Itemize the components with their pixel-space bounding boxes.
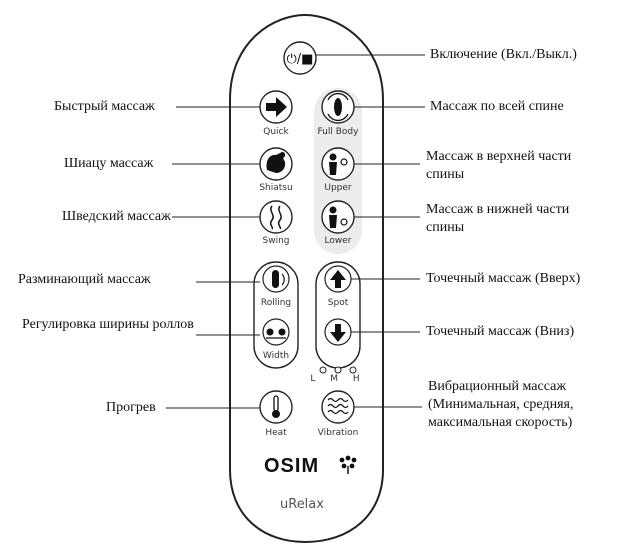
quick-button <box>259 90 293 124</box>
callout-power: Включение (Вкл./Выкл.) <box>430 47 577 62</box>
rolling-button <box>262 265 290 293</box>
callout-lower: Массаж в нижней части спины <box>426 202 570 235</box>
swing-button <box>259 200 293 234</box>
heat-caption: Heat <box>265 428 287 438</box>
rolling-width-pill <box>253 261 299 369</box>
callout-kneading: Разминающий массаж <box>18 272 151 287</box>
level-l: L <box>310 374 322 384</box>
level-m: M <box>330 374 344 384</box>
upper-button <box>321 147 355 181</box>
callout-spot-down: Точечный массаж (Вниз) <box>426 324 575 339</box>
rolling-caption: Rolling <box>260 298 292 308</box>
quick-caption: Quick <box>263 127 289 137</box>
level-h: H <box>352 374 366 384</box>
swing-caption: Swing <box>262 236 290 246</box>
model-name: uRelax <box>280 497 324 512</box>
vibration-caption: Vibration <box>317 428 359 438</box>
width-caption: Width <box>262 351 290 361</box>
lower-caption: Lower <box>324 236 352 246</box>
power-button: ⏻/■ <box>283 41 317 75</box>
shiatsu-caption: Shiatsu <box>259 183 293 193</box>
callout-full-body: Массаж по всей спине <box>430 99 564 114</box>
width-button <box>262 318 290 346</box>
upper-caption: Upper <box>324 183 352 193</box>
callout-swedish: Шведский массаж <box>62 209 171 224</box>
full-body-caption: Full Body <box>317 127 359 137</box>
callout-spot-up: Точечный массаж (Вверх) <box>426 271 581 286</box>
level-indicator-m <box>334 366 342 374</box>
callout-vibration: Вибрационный массаж (Минимальная, средня… <box>428 379 574 430</box>
brand-logo: OSIM <box>264 455 320 477</box>
vibration-button <box>321 390 355 424</box>
callout-upper: Массаж в верхней части спины <box>426 149 572 182</box>
callout-heat: Прогрев <box>106 400 156 415</box>
svg-text:⏻/■: ⏻/■ <box>287 52 314 67</box>
level-indicator-l <box>319 366 327 374</box>
callout-lines <box>166 54 425 409</box>
callout-width: Регулировка ширины роллов <box>22 317 194 332</box>
lower-button <box>321 200 355 234</box>
heat-button <box>259 390 293 424</box>
osim-logo-mark <box>339 455 357 474</box>
spot-caption: Spot <box>327 298 349 308</box>
shiatsu-button <box>259 147 293 181</box>
level-indicator-h <box>349 366 357 374</box>
callout-quick: Быстрый массаж <box>54 99 155 114</box>
full-body-button <box>321 90 355 124</box>
vibration-levels: L M H <box>294 374 382 384</box>
spot-down-button <box>324 318 352 346</box>
callout-shiatsu: Шиацу массаж <box>64 156 154 171</box>
spot-up-button <box>324 265 352 293</box>
